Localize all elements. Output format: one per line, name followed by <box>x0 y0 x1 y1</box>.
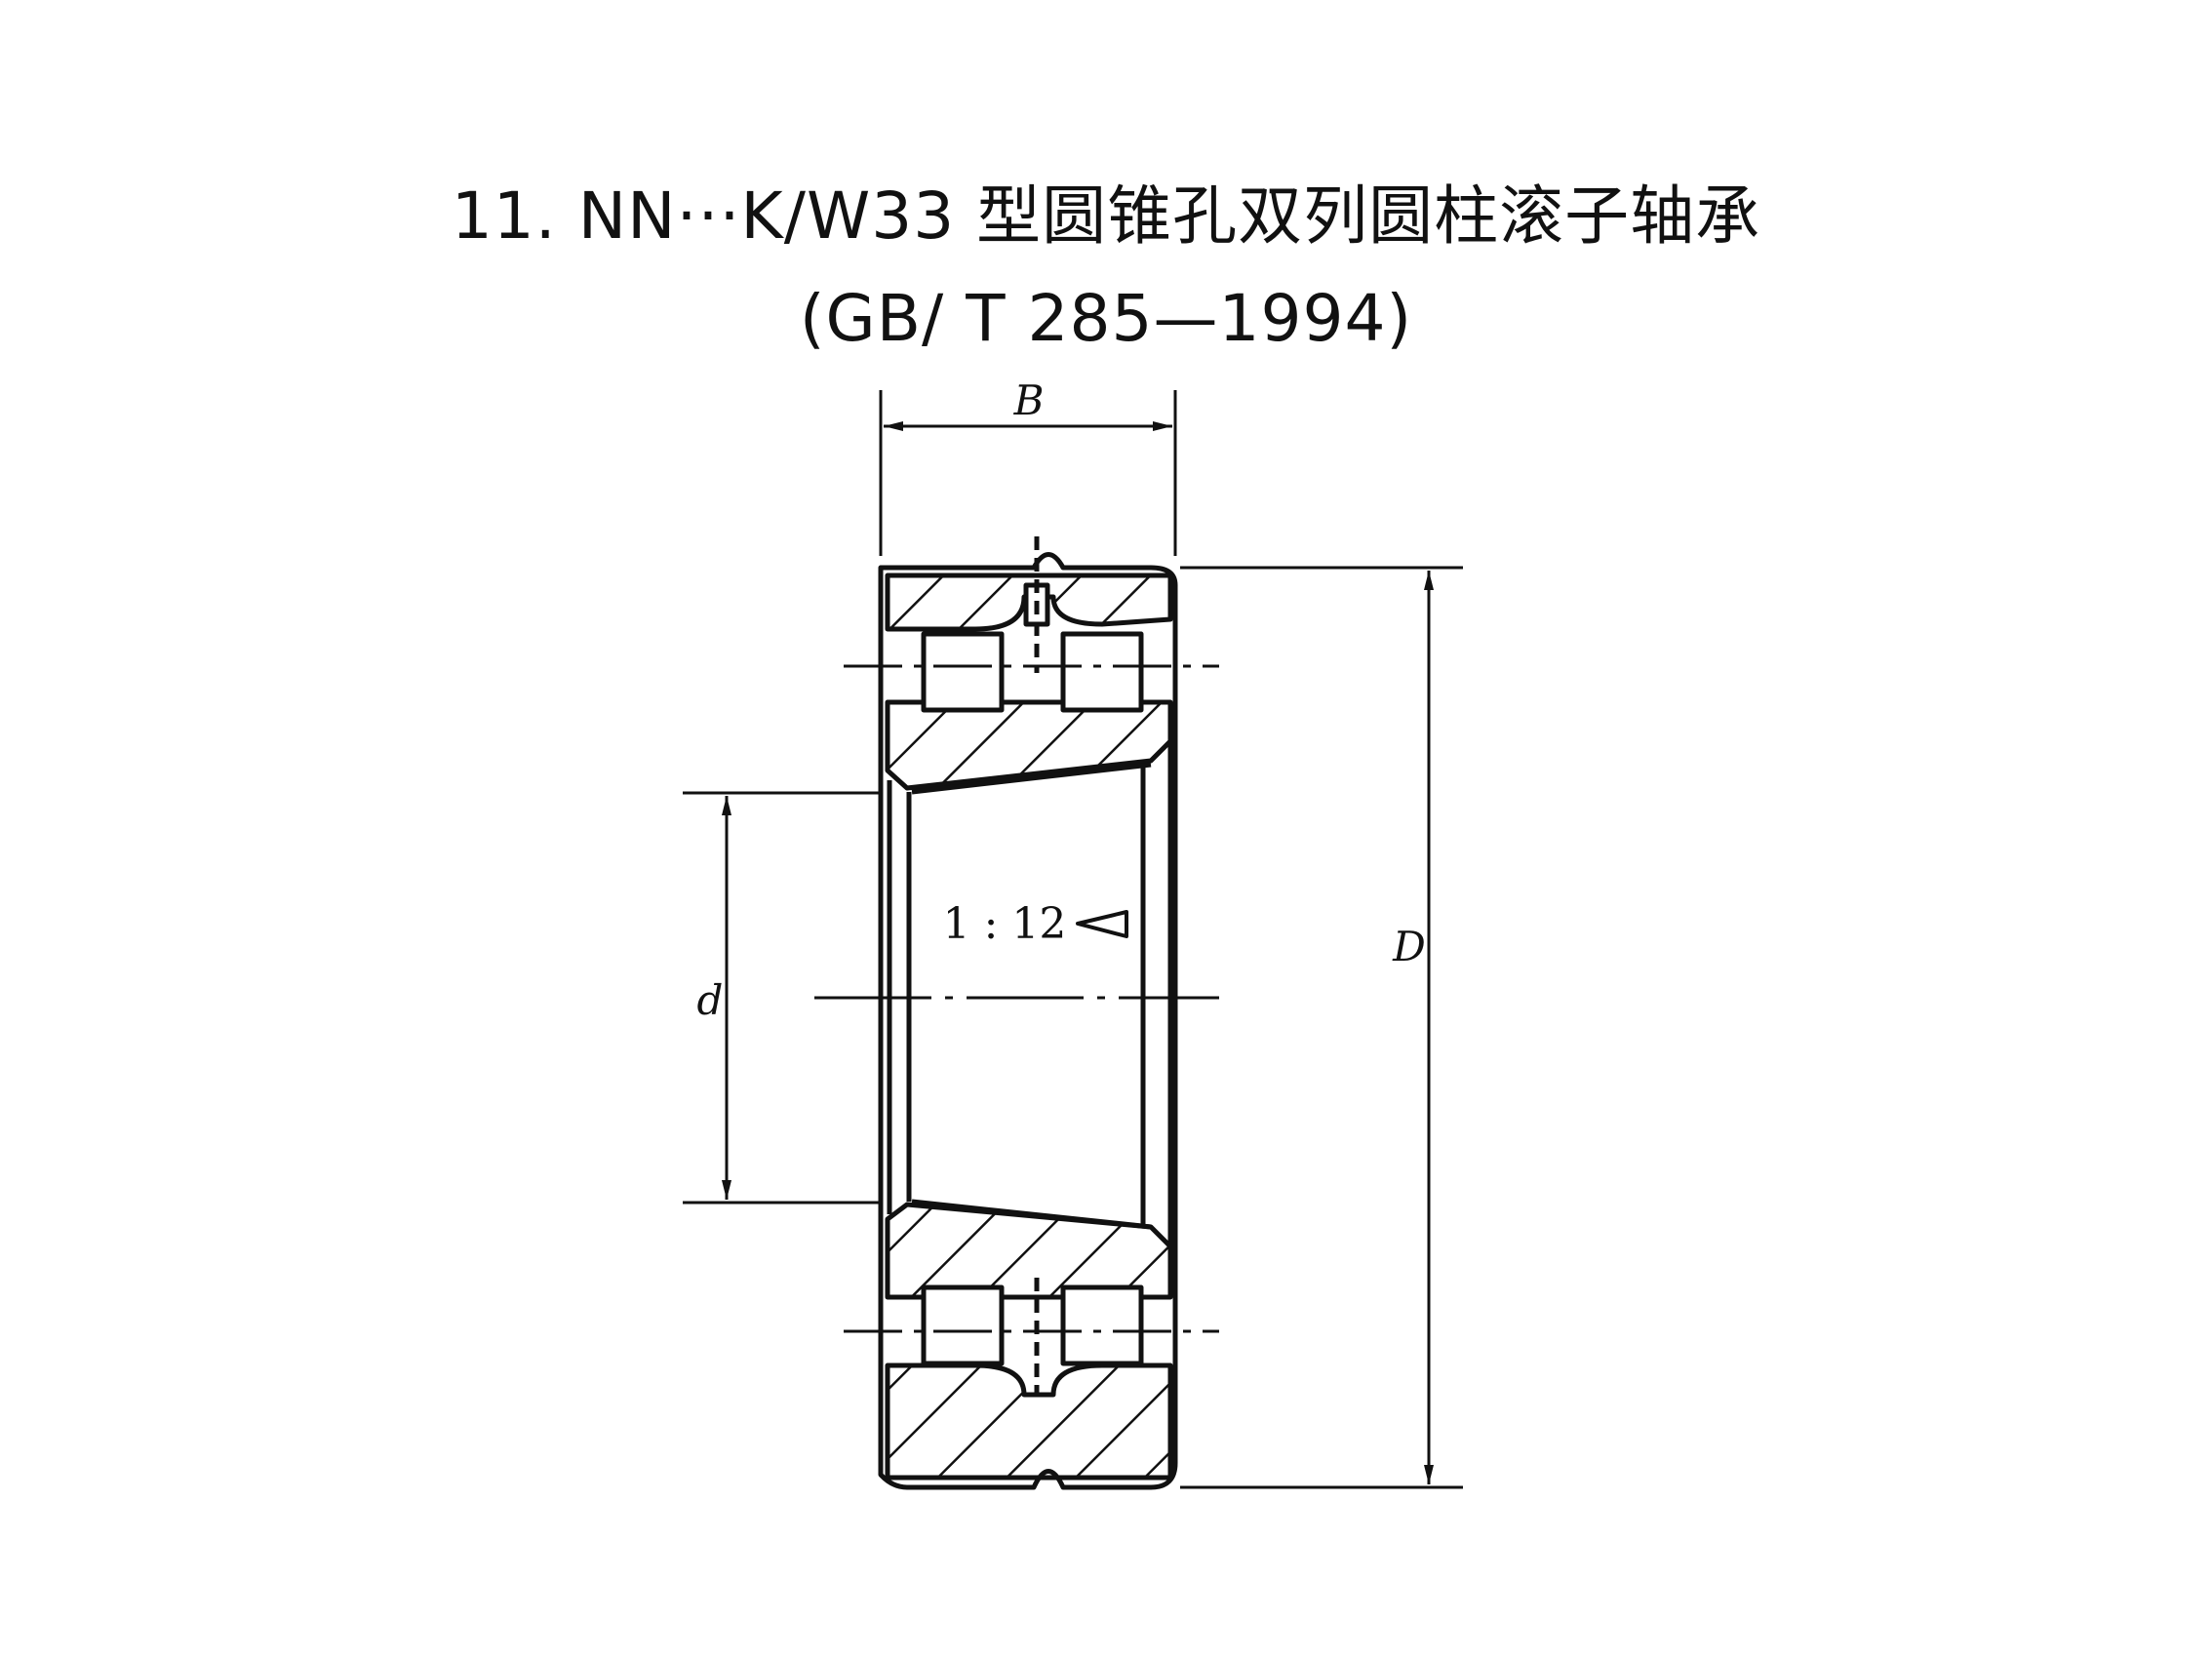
bore-taper-bottom <box>911 1199 1152 1230</box>
roller-upper-left <box>921 631 1005 713</box>
roller-upper-right <box>1060 631 1144 713</box>
bearing-outline <box>878 552 1178 1490</box>
label-d-outer: D <box>1392 923 1426 970</box>
inner-ring-lower <box>885 1202 1173 1300</box>
label-d-inner: d <box>697 976 724 1024</box>
roller-lower-right <box>1060 1284 1144 1366</box>
outer-ring-lower <box>885 1363 1173 1481</box>
title-line-2: (GB/ T 285—1994) <box>799 281 1413 356</box>
title-line-1: 11. NN···K/W33 型圆锥孔双列圆柱滚子轴承 <box>451 178 1761 254</box>
roller-lower-left <box>921 1284 1005 1366</box>
taper-symbol <box>1076 910 1128 938</box>
outer-ring-upper <box>885 573 1173 632</box>
label-b: B <box>1013 376 1045 424</box>
bore-taper-top <box>911 762 1152 795</box>
inner-ring-upper <box>885 699 1173 791</box>
taper-ratio-label: 1 : 12 <box>943 899 1067 949</box>
